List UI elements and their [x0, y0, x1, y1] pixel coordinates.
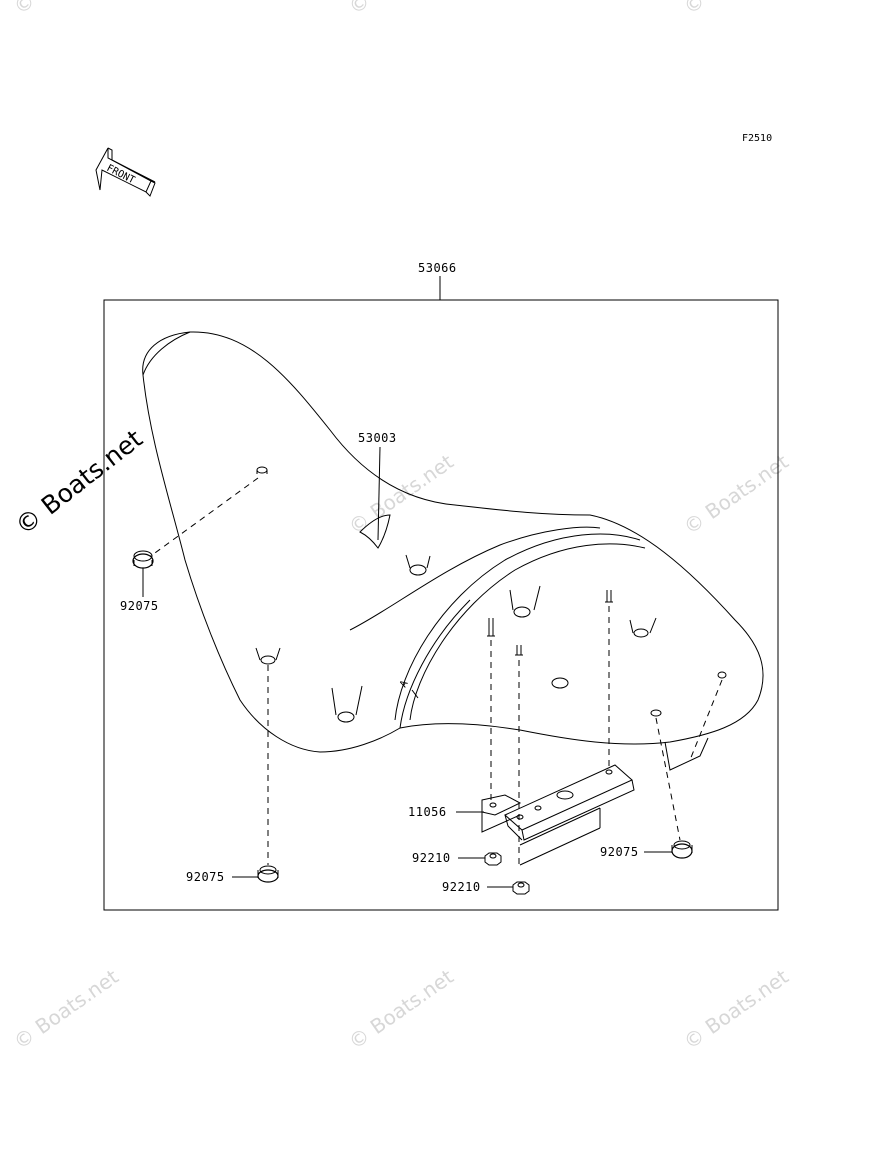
watermark-top-center: © Boats.net [344, 0, 458, 19]
watermark-group: © Boats.net © Boats.net © Boats.net © Bo… [9, 0, 793, 1054]
alignment-lines [147, 477, 723, 865]
grommet-right-icon [671, 840, 693, 859]
leader-53003 [377, 446, 381, 541]
label-92075-right: 92075 [600, 845, 639, 859]
watermark-bottom-right: © Boats.net [679, 964, 793, 1054]
label-92210-lower: 92210 [442, 880, 481, 894]
svg-text:A: A [398, 679, 411, 690]
label-53066: 53066 [418, 261, 457, 275]
watermark-mid-center: © Boats.net [344, 449, 458, 539]
bracket-icon [481, 764, 635, 866]
watermark-bottom-left: © Boats.net [9, 964, 123, 1054]
watermark-top-left: © Boats.net [9, 0, 123, 19]
front-label: FRONT [105, 163, 137, 186]
nut-upper-icon [484, 852, 502, 866]
label-11056: 11056 [408, 805, 447, 819]
label-92210-upper: 92210 [412, 851, 451, 865]
watermark-top-right: © Boats.net [679, 0, 793, 19]
grommet-left-icon [132, 550, 154, 569]
seat-illustration: A [142, 331, 764, 771]
assembly-frame [103, 299, 779, 911]
watermark-dark: © Boats.net [10, 424, 148, 541]
grommet-bottom-icon [257, 865, 279, 883]
label-92075-bottom: 92075 [186, 870, 225, 884]
label-92075-left: 92075 [120, 599, 159, 613]
label-53003: 53003 [358, 431, 397, 445]
watermark-bottom-center: © Boats.net [344, 964, 458, 1054]
nut-lower-icon [512, 881, 530, 895]
watermark-mid-right: © Boats.net [679, 449, 793, 539]
figure-code: F2510 [742, 133, 772, 144]
front-arrow-icon: FRONT [95, 147, 156, 197]
